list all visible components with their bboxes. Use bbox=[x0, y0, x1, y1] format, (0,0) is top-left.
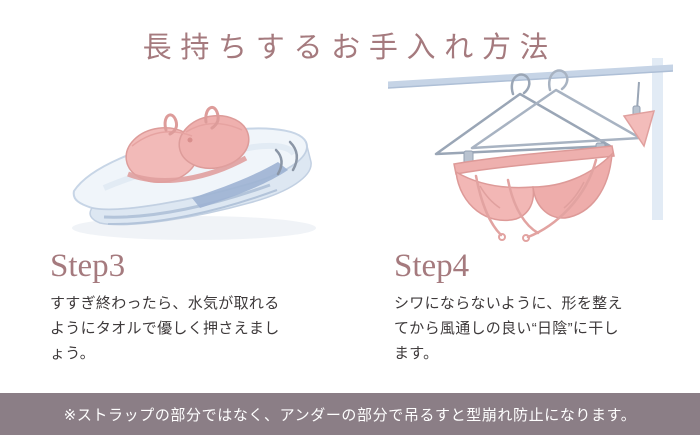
strap-loop bbox=[204, 106, 220, 130]
press-motion-icon bbox=[274, 140, 299, 176]
footer-note: ※ストラップの部分ではなく、アンダーの部分で吊るすと型崩れ防止になります。 bbox=[0, 393, 700, 435]
strap-loop bbox=[163, 113, 178, 136]
bra-pressed-in-towel-icon bbox=[72, 106, 316, 240]
straps bbox=[474, 158, 598, 242]
steps-row: Step3 すすぎ終わったら、水気が取れるようにタオルで優しく押さえましょう。 bbox=[0, 58, 700, 367]
wall-stripe bbox=[652, 58, 663, 220]
step3-section: Step3 すすぎ終わったら、水気が取れるようにタオルで優しく押さえましょう。 bbox=[44, 72, 344, 367]
pole bbox=[388, 64, 673, 89]
step4-label: Step4 bbox=[394, 248, 470, 284]
step4-illustration bbox=[388, 58, 680, 244]
bra-hanging-on-hangers-icon bbox=[388, 58, 673, 242]
page-title: 長持ちするお手入れ方法 bbox=[142, 32, 558, 64]
bra bbox=[125, 106, 250, 184]
hanger bbox=[434, 73, 612, 156]
step4-text: シワにならないように、形を整えてから風通しの良い“日陰”に干します。 bbox=[394, 295, 623, 362]
small-hanging-piece bbox=[622, 81, 656, 148]
step3-text: すすぎ終わったら、水気が取れるようにタオルで優しく押さえましょう。 bbox=[50, 295, 280, 362]
step3-label: Step3 bbox=[50, 248, 126, 284]
step3-illustration bbox=[44, 72, 344, 244]
hanger bbox=[470, 69, 642, 150]
step4-section: Step4 シワにならないように、形を整えてから風通しの良い“日陰”に干します。 bbox=[388, 58, 680, 367]
